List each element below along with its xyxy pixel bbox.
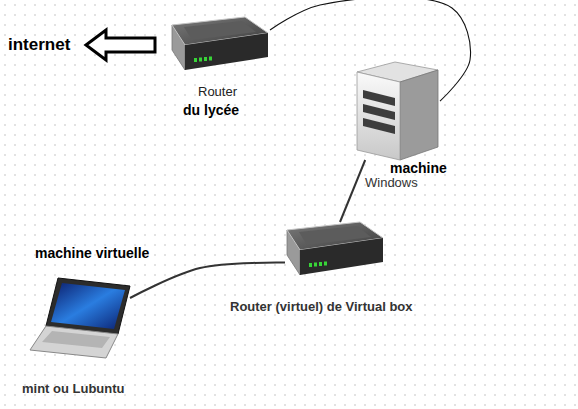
internet-arrow [86, 30, 155, 60]
network-link [270, 0, 471, 101]
node-label: du lycée [183, 102, 239, 118]
network-link [340, 160, 365, 222]
laptop-icon [30, 278, 130, 358]
router-node: Routerdu lycée [170, 15, 270, 75]
router-node: Router (virtuel) de Virtual box [285, 222, 385, 280]
computer-node: machineWindows [355, 62, 440, 160]
server-icon [357, 62, 438, 160]
router-icon [287, 222, 383, 275]
node-label: machine [390, 160, 447, 176]
network-label: internet [8, 35, 70, 55]
network-link [130, 263, 285, 298]
computer-node: machine virtuellemint ou Lubuntu [30, 278, 130, 358]
node-label: mint ou Lubuntu [22, 382, 125, 397]
router-icon [172, 17, 268, 70]
node-label: machine virtuelle [35, 245, 149, 261]
node-label: Router [198, 85, 237, 100]
node-label: Windows [365, 176, 418, 191]
node-label: Router (virtuel) de Virtual box [230, 300, 413, 315]
